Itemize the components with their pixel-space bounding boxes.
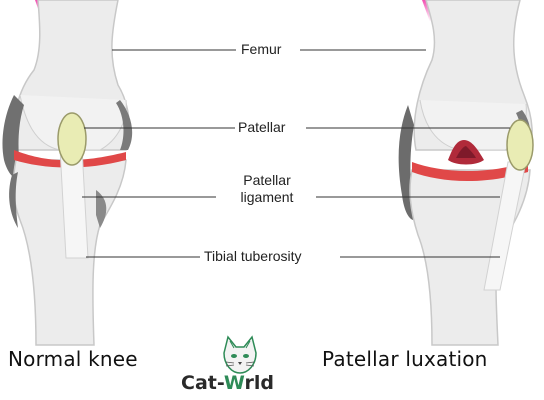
patellar-ligament-label-line2: ligament — [240, 189, 294, 205]
right-cartilage — [412, 162, 528, 182]
right-shadow-outer — [398, 105, 416, 221]
left-cartilage — [14, 150, 126, 168]
normal-knee-illustration — [2, 0, 133, 346]
logo-text-w: W — [223, 372, 245, 394]
patellar-ligament-label: Patellar ligament — [218, 172, 316, 206]
logo-text-part1: Cat- — [181, 372, 224, 394]
leader-lines — [82, 49, 510, 258]
femur-label: Femur — [238, 41, 285, 58]
normal-knee-caption: Normal knee — [8, 347, 138, 371]
right-patella — [506, 119, 534, 171]
tibial-tuberosity-label: Tibial tuberosity — [201, 248, 305, 265]
cat-world-logo: Cat-Wrld — [181, 372, 274, 394]
patellar-ligament-label-line1: Patellar — [243, 172, 291, 188]
logo-text-part2: rld — [244, 372, 274, 394]
left-shadow-inner — [116, 100, 133, 150]
patellar-label: Patellar — [235, 119, 289, 136]
patellar-luxation-illustration — [398, 0, 534, 346]
cat-face-icon — [223, 335, 257, 374]
left-patella — [57, 112, 87, 166]
patellar-luxation-caption: Patellar luxation — [322, 347, 488, 371]
